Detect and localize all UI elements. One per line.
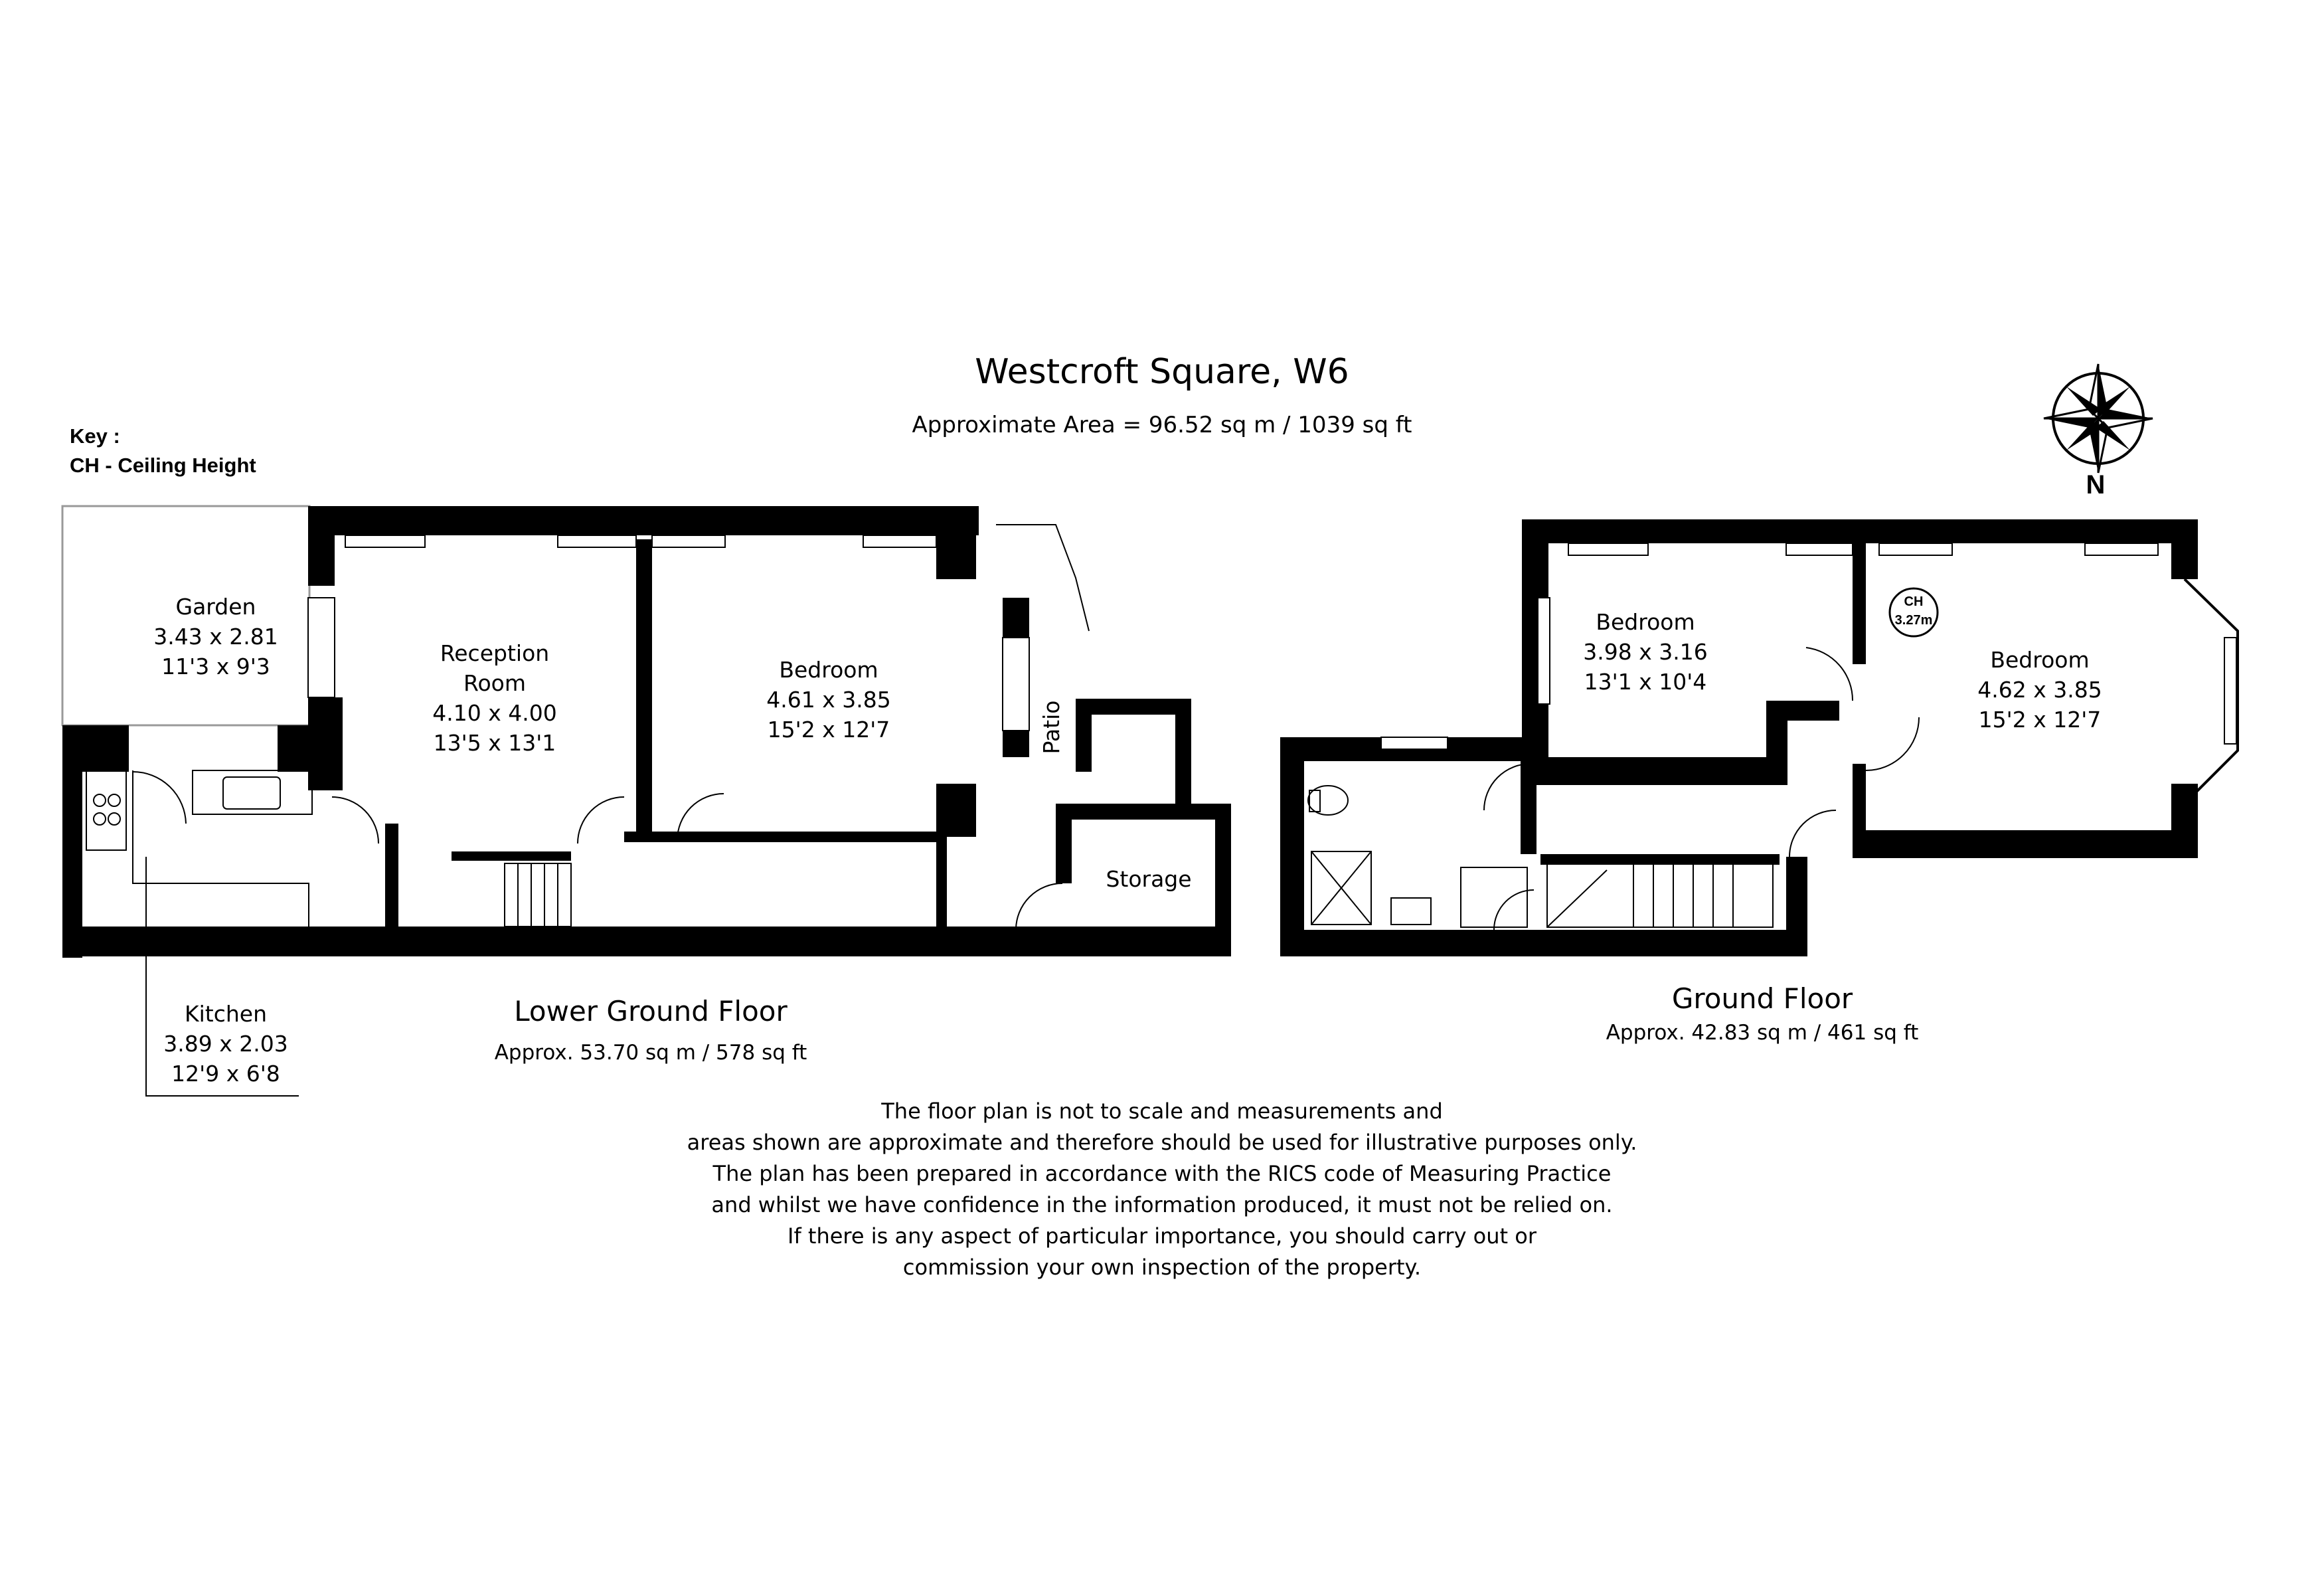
ceiling-height-value: 3.27m xyxy=(1895,613,1933,628)
disclaimer-line: The plan has been prepared in accordance… xyxy=(712,1161,1612,1186)
lower-ground-floor-plan xyxy=(61,505,1231,958)
ground-floor-title: Ground Floor xyxy=(1672,982,1853,1015)
kitchen-metric: 3.89 x 2.03 xyxy=(163,1031,288,1057)
disclaimer-line: If there is any aspect of particular imp… xyxy=(788,1223,1536,1249)
lower-ground-floor-title: Lower Ground Floor xyxy=(514,995,788,1027)
wall xyxy=(1280,930,1791,956)
ceiling-height-ch: CH xyxy=(1904,594,1924,609)
disclaimer-line: commission your own inspection of the pr… xyxy=(902,1255,1422,1280)
gf-doors xyxy=(1483,647,1920,930)
gf-bedroom2-label: Bedroom xyxy=(1990,647,2089,673)
wall xyxy=(1056,804,1072,883)
wall xyxy=(1540,854,1780,865)
garden-label: Garden xyxy=(176,594,256,620)
wall xyxy=(385,824,398,930)
plan-title: Westcroft Square, W6 xyxy=(975,352,1349,392)
wall xyxy=(1521,761,1536,854)
key-title: Key : xyxy=(70,424,120,448)
wall xyxy=(1853,764,1866,858)
reception-label-line2: Room xyxy=(463,670,526,696)
lgf-bedroom-imperial: 15'2 x 12'7 xyxy=(768,717,890,743)
reception-label-line1: Reception xyxy=(440,640,549,666)
wall xyxy=(1280,737,1304,956)
wall xyxy=(636,539,652,832)
hob-icon xyxy=(93,794,106,807)
reception-metric: 4.10 x 4.00 xyxy=(432,700,556,726)
compass-icon xyxy=(2043,363,2153,474)
gf-stairs xyxy=(1546,863,1774,928)
gf-bedroom1-metric: 3.98 x 3.16 xyxy=(1583,639,1707,665)
wall xyxy=(1076,699,1092,772)
disclaimer-line: The floor plan is not to scale and measu… xyxy=(881,1099,1443,1124)
wall xyxy=(1175,699,1191,810)
storage-label: Storage xyxy=(1106,866,1191,892)
gf-windows xyxy=(1380,543,2237,750)
kitchen-label: Kitchen xyxy=(185,1001,267,1027)
wall xyxy=(62,927,1231,956)
wall xyxy=(2171,784,2198,837)
reception-imperial: 13'5 x 13'1 xyxy=(434,730,556,756)
gf-bedroom1-label: Bedroom xyxy=(1596,609,1695,635)
kitchen-imperial: 12'9 x 6'8 xyxy=(171,1061,280,1087)
basin-icon xyxy=(1390,897,1432,925)
toilet-icon xyxy=(1307,785,1349,816)
wall xyxy=(1056,804,1231,820)
garden-imperial: 11'3 x 9'3 xyxy=(161,654,270,679)
lower-ground-floor-area: Approx. 53.70 sq m / 578 sq ft xyxy=(495,1041,807,1065)
kitchen-fixtures xyxy=(86,770,313,927)
disclaimer-line: and whilst we have confidence in the inf… xyxy=(711,1192,1613,1217)
total-area: Approximate Area = 96.52 sq m / 1039 sq … xyxy=(912,412,1412,438)
wall xyxy=(2171,519,2198,579)
wall xyxy=(1076,699,1189,715)
patio-label: Patio xyxy=(1038,701,1064,754)
wall xyxy=(936,784,976,837)
wall xyxy=(1853,830,2198,858)
wall xyxy=(1853,531,1866,664)
bathroom-fixtures xyxy=(1307,785,1528,928)
lgf-windows xyxy=(307,535,1030,731)
lgf-bedroom-metric: 4.61 x 3.85 xyxy=(766,687,890,713)
ground-floor-area: Approx. 42.83 sq m / 461 sq ft xyxy=(1606,1021,1919,1045)
key-legend: Key : CH - Ceiling Height xyxy=(70,422,256,480)
wall xyxy=(1215,804,1231,956)
wall xyxy=(936,837,947,930)
lgf-stairs xyxy=(504,524,1090,927)
wall xyxy=(1522,757,1787,785)
sink-icon xyxy=(222,776,281,810)
wall xyxy=(624,832,936,842)
wall xyxy=(308,506,335,586)
compass-north-label: N xyxy=(2086,470,2106,499)
wall xyxy=(278,725,337,772)
wall xyxy=(308,506,979,535)
wall xyxy=(1766,701,1839,721)
garden-metric: 3.43 x 2.81 xyxy=(153,624,278,650)
wall xyxy=(936,506,976,579)
shower-icon xyxy=(1311,851,1372,925)
disclaimer: The floor plan is not to scale and measu… xyxy=(0,1096,2324,1283)
wall xyxy=(452,851,571,861)
gf-bedroom1-imperial: 13'1 x 10'4 xyxy=(1584,669,1707,695)
ceiling-height-marker xyxy=(1888,587,1939,638)
lgf-bedroom-label: Bedroom xyxy=(779,657,878,683)
key-item-ceiling-height: CH - Ceiling Height xyxy=(70,454,256,477)
gf-bay-window xyxy=(2183,578,2239,805)
ground-floor-plan xyxy=(1280,519,2198,956)
disclaimer-line: areas shown are approximate and therefor… xyxy=(687,1130,1637,1155)
kitchen-leader-line xyxy=(145,857,299,1097)
wall xyxy=(62,725,82,958)
lgf-doors xyxy=(132,771,1063,930)
gf-bedroom2-metric: 4.62 x 3.85 xyxy=(1977,677,2102,703)
gf-bedroom2-imperial: 15'2 x 12'7 xyxy=(1979,707,2102,733)
wall xyxy=(1786,857,1807,956)
